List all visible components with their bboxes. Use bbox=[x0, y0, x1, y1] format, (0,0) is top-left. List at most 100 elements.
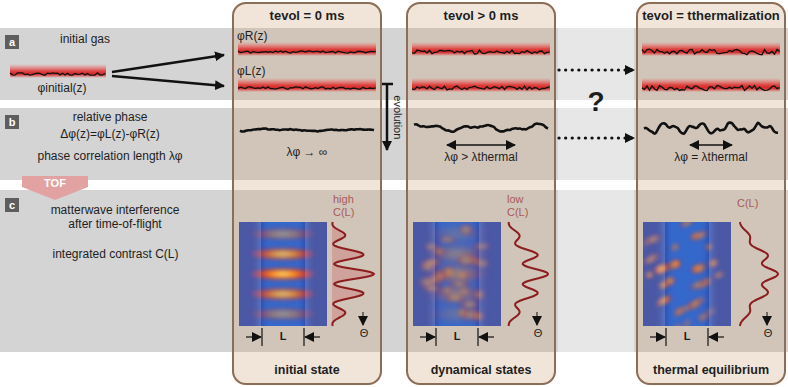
phase-profile bbox=[642, 86, 780, 91]
speckle bbox=[688, 278, 707, 292]
interference-image bbox=[643, 222, 731, 326]
gas-density bbox=[642, 78, 780, 92]
correlation-label: λφ = λthermal bbox=[674, 151, 747, 165]
row-band: c matterwave interference after time-of-f… bbox=[0, 190, 788, 352]
row-description: initial gas bbox=[45, 33, 125, 47]
width-arrow bbox=[246, 336, 261, 337]
speckle bbox=[440, 287, 455, 293]
strip-edge bbox=[261, 328, 262, 346]
wavefunction-label: φL(z) bbox=[237, 65, 265, 79]
column-caption: thermal equilibrium bbox=[638, 363, 784, 377]
width-arrow bbox=[305, 336, 320, 337]
column-caption: dynamical states bbox=[408, 363, 554, 377]
evolution-tick bbox=[381, 83, 393, 86]
phase-profile bbox=[238, 51, 376, 53]
column-fill bbox=[636, 2, 786, 385]
column-heading: tevol = 0 ms bbox=[234, 9, 380, 24]
gas-density bbox=[412, 78, 550, 92]
image-strip bbox=[664, 222, 710, 326]
angle-arrow bbox=[767, 312, 768, 325]
contrast-label: high C(L) bbox=[333, 193, 367, 218]
column-fill bbox=[406, 2, 556, 385]
dotted-arrow bbox=[559, 68, 634, 71]
column-heading: tevol = tthermalization bbox=[638, 9, 784, 24]
image-ground bbox=[239, 222, 327, 326]
split-arrow bbox=[112, 76, 224, 86]
contrast-label: C(L) bbox=[737, 197, 758, 210]
fade-gap bbox=[558, 26, 634, 356]
speckle bbox=[456, 254, 477, 266]
angle-arrow bbox=[537, 312, 538, 325]
speckle bbox=[678, 222, 696, 230]
strip-edge bbox=[303, 328, 304, 346]
width-arrow bbox=[420, 336, 435, 337]
row-description: Δφ(z)=φL(z)-φR(z) bbox=[30, 128, 190, 142]
density-profile bbox=[740, 222, 778, 326]
angle-arrow bbox=[363, 312, 364, 325]
wavefunction-label: φR(z) bbox=[237, 30, 267, 44]
tof-arrow bbox=[22, 176, 88, 200]
row-letter: c bbox=[5, 198, 19, 212]
phase-profile bbox=[238, 87, 376, 89]
correlation-label: λφ > λthermal bbox=[444, 151, 517, 165]
speckle bbox=[669, 242, 681, 252]
speckle bbox=[669, 258, 682, 270]
speckle bbox=[456, 308, 468, 318]
speckle bbox=[680, 322, 692, 326]
row-letter: a bbox=[5, 35, 19, 49]
interference-image bbox=[239, 222, 327, 326]
relative-phase-line bbox=[644, 123, 778, 134]
phase-profile bbox=[412, 86, 550, 90]
width-label: L bbox=[454, 330, 461, 343]
tof-label: TOF bbox=[44, 177, 66, 190]
phase-profile bbox=[10, 73, 105, 75]
speckle bbox=[445, 294, 466, 302]
row-band: a initial gas bbox=[0, 28, 788, 100]
row-description: matterwave interference after time-of-fl… bbox=[40, 204, 190, 232]
angle-label: Θ bbox=[534, 327, 543, 340]
width-arrow bbox=[479, 336, 494, 337]
gas-density bbox=[238, 42, 376, 56]
width-arrow bbox=[709, 336, 724, 337]
strip-edge bbox=[477, 328, 478, 346]
evolution-arrow bbox=[386, 84, 389, 150]
speckle bbox=[689, 261, 706, 275]
column-caption: initial state bbox=[234, 363, 380, 377]
gas-density bbox=[10, 64, 106, 78]
speckle bbox=[449, 280, 471, 288]
angle-label: Θ bbox=[360, 327, 369, 340]
width-arrow bbox=[650, 336, 665, 337]
dotted-arrow bbox=[559, 136, 634, 139]
evolution-label: evolution bbox=[392, 95, 405, 139]
phase-profile bbox=[642, 49, 780, 54]
density-profile bbox=[332, 222, 374, 326]
row-description: integrated contrast C(L) bbox=[28, 248, 203, 262]
interference-image bbox=[413, 222, 501, 326]
speckle bbox=[443, 266, 455, 278]
speckle bbox=[458, 223, 473, 235]
length-arrow bbox=[447, 144, 515, 146]
speckle bbox=[457, 287, 470, 294]
phase-profile bbox=[412, 50, 550, 54]
speckle bbox=[692, 229, 709, 242]
image-side bbox=[709, 222, 731, 326]
column-heading: tevol > 0 ms bbox=[408, 9, 554, 24]
relative-phase-line bbox=[240, 129, 374, 132]
split-arrow bbox=[112, 55, 224, 72]
speckle bbox=[672, 322, 683, 326]
row-description: phase correlation length λφ bbox=[10, 150, 210, 164]
tilted-fringes bbox=[643, 222, 731, 326]
profile-fill bbox=[332, 222, 374, 326]
image-side bbox=[643, 222, 665, 326]
width-label: L bbox=[280, 330, 287, 343]
correlation-label: λφ → ∞ bbox=[287, 146, 328, 160]
density-profile bbox=[509, 222, 548, 326]
row-description: relative phase bbox=[30, 111, 190, 125]
strip-edge bbox=[435, 328, 436, 346]
stage-column: tevol = tthermalization thermal equilibri… bbox=[636, 2, 786, 385]
fringe bbox=[427, 306, 487, 322]
stage-column: tevol > 0 ms dynamical states bbox=[406, 2, 556, 385]
